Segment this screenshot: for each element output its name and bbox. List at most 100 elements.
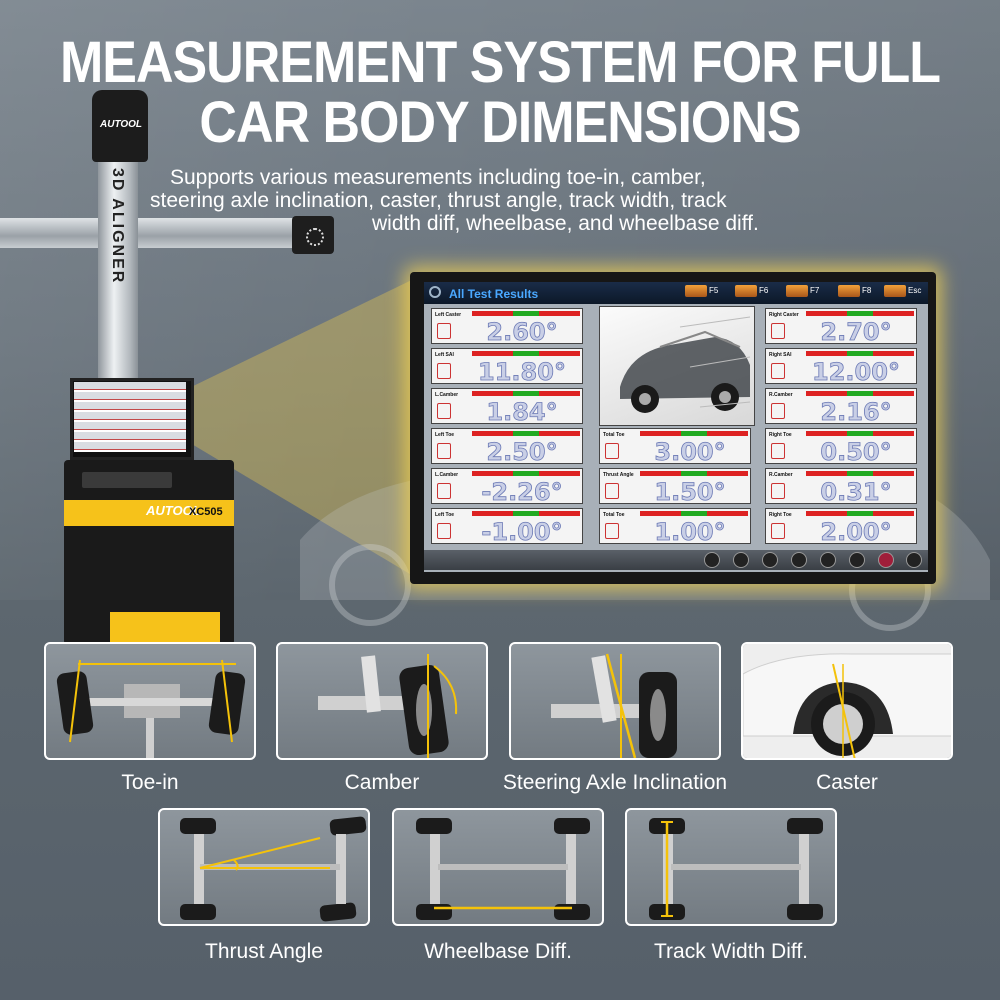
caster-label: Caster bbox=[816, 771, 878, 794]
undo-icon[interactable] bbox=[878, 552, 894, 568]
tile-label: Left Caster bbox=[435, 312, 462, 318]
tile-label: Right Toe bbox=[769, 512, 792, 518]
headline-line-1: MEASUREMENT SYSTEM FOR FULL bbox=[59, 30, 941, 96]
subtitle-line-2: steering axle inclination, caster, thrus… bbox=[150, 189, 727, 212]
save-icon[interactable] bbox=[849, 552, 865, 568]
settings-icon[interactable] bbox=[429, 286, 441, 298]
tile-label: Right Caster bbox=[769, 312, 799, 318]
tile-label: Thrust Angle bbox=[603, 472, 634, 478]
camber-card bbox=[276, 642, 488, 760]
next-arrow-icon[interactable] bbox=[906, 552, 922, 568]
wheel-icon bbox=[771, 483, 785, 499]
wheel-icon bbox=[771, 363, 785, 379]
screen-title: All Test Results bbox=[449, 287, 539, 301]
range-bar bbox=[806, 311, 914, 316]
rear-left-toe-tile: Left Toe-1.00° bbox=[431, 508, 583, 546]
cabinet-brand-logo: AUTOOL bbox=[146, 503, 201, 518]
axle-icon bbox=[605, 443, 619, 459]
tile-label: Right SAI bbox=[769, 352, 792, 358]
rear-left-camber-tile: L.Camber-2.26° bbox=[431, 468, 583, 506]
tile-value: 1.00° bbox=[654, 518, 726, 547]
axle-icon bbox=[605, 483, 619, 499]
range-bar bbox=[472, 351, 580, 356]
caster-card bbox=[741, 642, 953, 760]
wheel-icon bbox=[437, 403, 451, 419]
f6-key[interactable]: F6 bbox=[735, 285, 768, 301]
tile-value: 0.31° bbox=[820, 478, 892, 507]
tile-label: Total Toe bbox=[603, 432, 625, 438]
range-bar bbox=[806, 391, 914, 396]
up-arrow-icon[interactable] bbox=[791, 552, 807, 568]
tile-value: 2.16° bbox=[820, 398, 892, 427]
wheel-icon bbox=[437, 323, 451, 339]
sai-label: Steering Axle Inclination bbox=[502, 771, 728, 794]
f7-key[interactable]: F7 bbox=[786, 285, 819, 301]
f8-label: F8 bbox=[862, 286, 872, 296]
cabinet-stripe bbox=[64, 500, 234, 526]
tile-label: R.Camber bbox=[769, 392, 793, 398]
small-monitor-screen bbox=[74, 382, 186, 452]
refresh-icon[interactable] bbox=[762, 552, 778, 568]
range-bar bbox=[806, 431, 914, 436]
range-bar bbox=[640, 431, 748, 436]
f8-key[interactable]: F8 bbox=[838, 285, 871, 301]
left-toe-tile: Left Toe 2.50° bbox=[431, 428, 583, 467]
wheelbase-diff-card bbox=[392, 808, 604, 926]
print-icon bbox=[838, 285, 860, 297]
user-icon[interactable] bbox=[733, 552, 749, 568]
tile-value: 2.60° bbox=[486, 318, 558, 347]
wheel-icon bbox=[437, 363, 451, 379]
axle-icon bbox=[605, 523, 619, 539]
wheelbase-diff-diagram-icon bbox=[416, 818, 590, 920]
range-bar bbox=[472, 431, 580, 436]
keyboard bbox=[82, 472, 172, 488]
thrust-angle-card bbox=[158, 808, 370, 926]
tile-label: Total Toe bbox=[603, 512, 625, 518]
camber-label: Camber bbox=[344, 771, 420, 794]
left-caster-tile: Left Caster 2.60° bbox=[431, 308, 583, 347]
range-bar bbox=[806, 471, 914, 476]
esc-label: Esc bbox=[908, 286, 922, 296]
range-bar bbox=[472, 511, 580, 516]
range-bar bbox=[640, 471, 748, 476]
range-bar bbox=[472, 471, 580, 476]
subtitle-line-3: width diff, wheelbase, and wheelbase dif… bbox=[372, 212, 759, 235]
wheelbase-diff-label: Wheelbase Diff. bbox=[424, 940, 572, 963]
wrench-icon[interactable] bbox=[704, 552, 720, 568]
range-bar bbox=[472, 311, 580, 316]
gauge-icon bbox=[786, 285, 808, 297]
tile-value: 11.80° bbox=[478, 358, 567, 387]
tile-value: 1.50° bbox=[654, 478, 726, 507]
print-icon[interactable] bbox=[820, 552, 836, 568]
car-icon bbox=[685, 285, 707, 297]
range-bar bbox=[806, 351, 914, 356]
f5-label: F5 bbox=[709, 286, 719, 296]
tile-label: Right Toe bbox=[769, 432, 792, 438]
f5-key[interactable]: F5 bbox=[685, 285, 718, 301]
tile-value: 12.00° bbox=[812, 358, 901, 387]
esc-key[interactable]: Esc bbox=[884, 285, 921, 301]
toe-in-label: Toe-in bbox=[121, 771, 179, 794]
car-wireframe-image bbox=[599, 306, 755, 426]
sai-diagram-icon bbox=[551, 653, 677, 758]
tile-label: Left SAI bbox=[435, 352, 454, 358]
thrust-angle-diagram-icon bbox=[180, 816, 367, 922]
wheel-icon bbox=[771, 523, 785, 539]
tile-value: 2.50° bbox=[486, 438, 558, 467]
wheel-icon bbox=[771, 443, 785, 459]
tile-value: 3.00° bbox=[654, 438, 726, 467]
headline-line-2: CAR BODY DIMENSIONS bbox=[199, 90, 801, 156]
right-camber-tile: R.Camber 2.16° bbox=[765, 388, 917, 427]
track-width-diff-card bbox=[625, 808, 837, 926]
seat-icon bbox=[735, 285, 757, 297]
range-bar bbox=[640, 511, 748, 516]
thrust-angle-tile: Thrust Angle 1.50° bbox=[599, 468, 751, 507]
tile-label: Left Toe bbox=[435, 432, 455, 438]
f6-label: F6 bbox=[759, 286, 769, 296]
wheel-icon bbox=[437, 483, 451, 499]
f7-label: F7 bbox=[810, 286, 820, 296]
